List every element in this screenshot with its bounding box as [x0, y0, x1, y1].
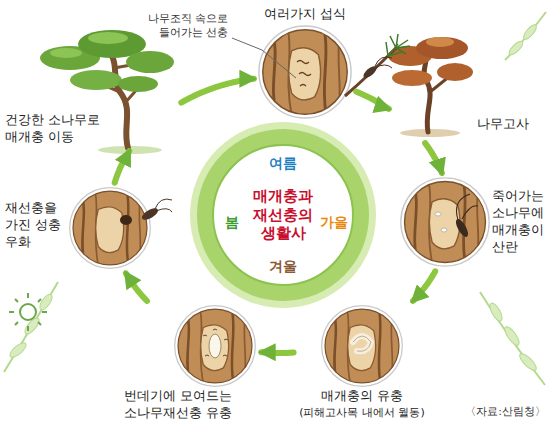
diagram-title: 매개충과 재선충의 생활사	[250, 187, 316, 243]
cycle-arrow	[425, 143, 442, 173]
stage-circle-feeding	[259, 26, 410, 118]
stage-caption: 죽어가는 소나무에 매개충이 산란	[492, 188, 548, 256]
stage-circle-pupa	[175, 306, 256, 387]
stage-node: 번데기에 모여드는 소나무재선충 유충	[108, 304, 258, 424]
stage-caption: (피해고사목 내에서 월동)	[299, 406, 425, 420]
stage-caption: 건강한 소나무로 매개충 이동	[5, 112, 117, 146]
stage-circle-larva	[322, 306, 403, 387]
season-label: 여름	[269, 154, 297, 172]
stage-node: 죽어가는 소나무에 매개충이 산란	[399, 176, 550, 268]
sun-symbol	[9, 293, 47, 331]
center-ring	[190, 122, 376, 308]
stage-caption: 나무고사	[477, 116, 529, 133]
stage-circle-egg	[401, 178, 489, 266]
cycle-arrow	[181, 79, 254, 103]
cycle-arrow	[126, 273, 147, 301]
cycle-arrow	[261, 349, 293, 356]
stage-circle-emerge	[70, 188, 172, 269]
stage-caption: 매개충의 유충	[321, 388, 403, 405]
stage-node: 여러가지 섭식	[257, 4, 353, 122]
season-label: 겨울	[269, 257, 297, 275]
stage-caption: 재선충을 가진 성충 우화	[5, 200, 67, 251]
source-note: 〈자료:산림청〉	[465, 405, 546, 419]
season-label: 가을	[320, 213, 348, 231]
cycle-arrow	[356, 92, 389, 109]
callout-leader	[232, 38, 296, 78]
cycle-arrow	[115, 151, 130, 183]
stage-node: 재선충을 가진 성충 우화	[3, 186, 153, 270]
cycle-arrow	[413, 271, 435, 301]
stage-node: 건강한 소나무로 매개충 이동	[3, 26, 178, 148]
stage-node: 매개충의 유충(피해고사목 내에서 월동)	[297, 304, 427, 424]
background-leaves	[4, 12, 546, 385]
season-label: 봄	[225, 213, 239, 231]
stage-node: 나무고사	[392, 36, 542, 140]
stage-caption: 여러가지 섭식	[264, 6, 346, 23]
callout-label: 나무조직 속으로 들어가는 선충	[140, 12, 228, 41]
stage-caption: 번데기에 모여드는 소나무재선충 유충	[108, 388, 248, 422]
